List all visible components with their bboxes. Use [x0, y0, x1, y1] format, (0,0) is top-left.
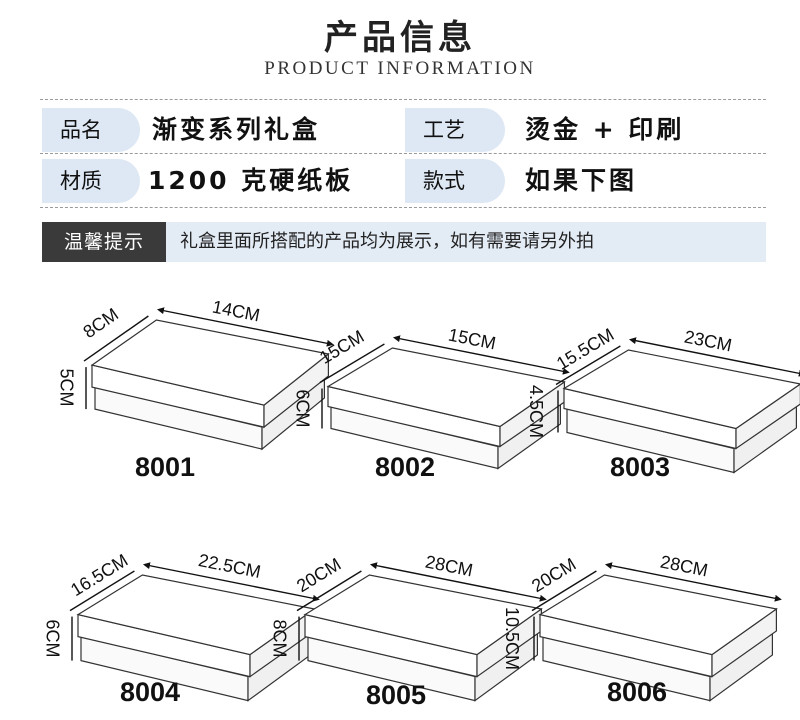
page-title: 产品信息 — [324, 18, 476, 58]
tip-label: 温馨提示 — [42, 222, 166, 262]
box-lid-top — [303, 574, 543, 656]
box-lid-top — [538, 574, 778, 656]
length-dim-line — [369, 562, 547, 602]
product-code: 8003 — [609, 452, 671, 482]
box-lid-top — [562, 349, 800, 430]
tip-text: 礼盒里面所搭配的产品均为展示，如有需要请另外拍 — [180, 231, 594, 252]
material-label: 材质 — [42, 159, 140, 203]
length-dim-line — [156, 307, 334, 347]
width-dim-line — [555, 345, 621, 386]
craft-value: 烫金 + 印刷 — [525, 115, 685, 144]
width-dim-line — [296, 570, 362, 612]
style-label: 款式 — [405, 159, 505, 203]
style-value: 如果下图 — [525, 166, 638, 195]
divider-middle — [40, 153, 766, 154]
length-dim-line — [604, 562, 782, 602]
width-dim-line — [319, 343, 385, 384]
product-code: 8004 — [119, 677, 181, 707]
width-dim-line — [69, 570, 135, 612]
product-code: 8001 — [134, 452, 196, 482]
box-lid-top — [90, 319, 330, 406]
material-value: 1200 克硬纸板 — [148, 166, 354, 195]
length-dim-line — [628, 337, 800, 377]
width-dim-line — [83, 315, 149, 362]
page-subtitle: PRODUCT INFORMATION — [264, 58, 536, 79]
product-code: 8005 — [365, 680, 427, 710]
divider-bottom — [40, 207, 766, 208]
product-code: 8006 — [606, 677, 668, 707]
product-code: 8002 — [374, 452, 436, 482]
height-label: 10.5CM — [502, 606, 523, 670]
width-dim-line — [531, 570, 597, 612]
divider-top — [40, 99, 766, 100]
name-value: 渐变系列礼盒 — [152, 115, 321, 144]
length-dim-line — [142, 562, 320, 602]
box-lid-top — [326, 347, 566, 428]
craft-label: 工艺 — [405, 108, 505, 152]
length-dim-line — [392, 335, 570, 375]
name-label: 品名 — [42, 108, 140, 152]
